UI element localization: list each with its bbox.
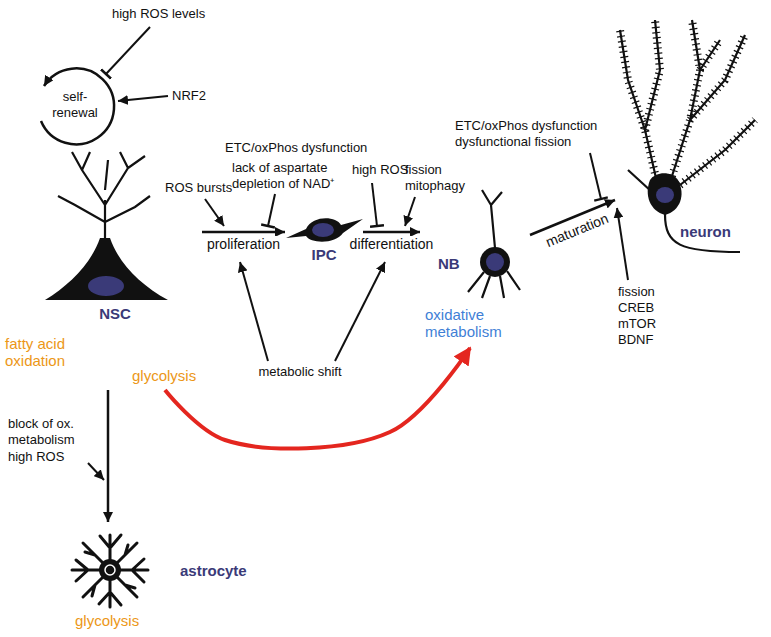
inhibition-line [268,194,275,226]
inhibition-line [106,27,150,74]
activation-arrow [617,208,628,280]
activation-arrow [405,197,415,226]
lineage-arrow [202,231,285,234]
activation-arrow [240,262,268,361]
annotation-label: fission mitophagy [405,162,467,194]
self-renewal-loop [41,68,114,144]
cell-label: IPC [304,246,344,263]
nsc-body [45,238,168,300]
cell-label: NSC [90,305,140,322]
lineage-arrow [363,231,420,234]
nucleus [312,223,334,237]
annotation-label: metabolic shift [250,364,350,380]
edge-label: proliferation [206,236,281,252]
activation-arrow [335,262,385,361]
activation-arrow [88,463,104,480]
annotation-label: high ROS [352,162,412,178]
annotation-label: high ROS levels [112,6,232,22]
nucleus [656,187,674,203]
annotation-label: ETC/oxPhos dysfunction [455,118,615,134]
axon [665,214,740,252]
annotation-label: NRF2 [172,88,222,104]
edge-label: differentiation [349,236,435,252]
astrocyte-body [99,559,121,581]
annotation-label: CREB [618,300,668,316]
metabolism-label: glycolysis [132,367,200,384]
annotation-label: BDNF [618,332,668,348]
activation-arrow [205,199,224,226]
annotation-label: mTOR [618,316,668,332]
annotation-label: block of ox. metabolism [8,416,90,448]
lineage-arrow [107,390,110,522]
metabolism-label: oxidative metabolism [425,306,525,341]
activation-arrow [118,96,168,101]
cell-label: NB [438,255,466,272]
dendritic-spines [620,20,755,185]
dendrite [620,20,755,192]
nsc-process [58,152,150,238]
nb-body [480,247,510,277]
metabolism-label: fatty acid oxidation [5,335,85,370]
annotation-label: ETC/oxPhos dysfunction [225,140,375,156]
nucleus [486,253,504,271]
cell-node: neuron [615,5,765,258]
nucleus [105,565,115,575]
cell-node: astrocyte glycolysis [30,522,260,632]
inhibition-line [590,153,601,199]
nb-neurite [468,190,520,298]
neuron-body [648,173,682,215]
inhibition-line [372,183,377,226]
cell-node: NB oxidative metabolism [420,185,530,348]
annotation-label: self-renewal [45,89,105,121]
annotation-label: fission [618,284,668,300]
nucleus [88,276,124,296]
annotation-label: dysfunctional fission [455,134,615,150]
annotation-label: depletion of NAD⁺ [232,176,347,192]
edge-label: maturation [543,209,612,250]
annotation-label: lack of aspartate [232,160,347,176]
astrocyte-process [72,535,148,607]
metabolic-shift-arrow [165,348,470,449]
cell-label: neuron [680,223,740,240]
annotation-label: high ROS [8,449,90,465]
cell-label: astrocyte [180,562,255,579]
metabolism-label: glycolysis [75,612,150,629]
